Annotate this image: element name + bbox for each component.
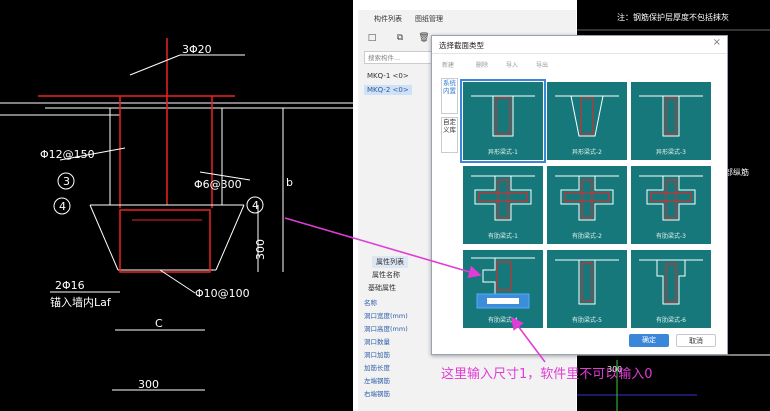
section-card[interactable]: 有肋梁式-1 [463, 166, 543, 244]
prop-row: 左端钢筋 [364, 377, 390, 385]
cancel-button[interactable]: 取消 [676, 334, 716, 347]
prop-row: 右端钢筋 [364, 390, 390, 398]
delete-icon[interactable]: 🗑 [418, 33, 430, 43]
list-item-mkq2[interactable]: MKQ-2 <0> [364, 85, 412, 95]
tab-custom-library[interactable]: 自定义库 [441, 117, 458, 153]
prop-row: 洞口宽度(mm) [364, 312, 408, 320]
section-card[interactable]: 异形梁式-3 [631, 82, 711, 160]
section-card[interactable]: 有肋梁式-6 [631, 250, 711, 328]
prop-row: 名称 [364, 299, 377, 307]
prop-row: 洞口数量 [364, 338, 390, 346]
select-section-dialog: 选择截面类型 × 新建 删除 导入 导出 系统内置 自定义库 异形梁式-1 异形… [431, 35, 728, 355]
dim-c: C [155, 317, 163, 330]
note-text: 注：钢筋保护层厚度不包括抹灰 [617, 12, 729, 22]
export-tool-button[interactable]: 导出 [536, 62, 549, 69]
new-tool-button[interactable]: 新建 [442, 62, 455, 69]
prop-row: 加筋长度 [364, 364, 390, 372]
marker-3: 3 [63, 175, 70, 188]
dialog-title: 选择截面类型 [439, 41, 484, 50]
tab-property-list[interactable]: 属性列表 [372, 256, 408, 268]
ok-button[interactable]: 确定 [629, 334, 669, 347]
label-3phi20: 3Φ20 [182, 43, 212, 56]
section-card[interactable]: 有肋梁式-3 [631, 166, 711, 244]
section-card[interactable]: 异形梁式-1 [460, 79, 546, 163]
section-card[interactable]: 有肋梁式-4 [463, 250, 543, 328]
prop-row: 洞口高度(mm) [364, 325, 408, 333]
section-card[interactable]: 有肋梁式-2 [547, 166, 627, 244]
delete-tool-button[interactable]: 删除 [476, 62, 489, 69]
close-icon[interactable]: × [712, 37, 721, 48]
prop-group[interactable]: 基础属性 [368, 284, 396, 292]
dim-300: 300 [254, 239, 267, 260]
side-label: 部纵筋 [725, 167, 749, 177]
label-2phi16: 2Φ16 [55, 279, 85, 292]
annotation-text: 这里输入尺寸1，软件里不可以输入0 [441, 367, 653, 382]
dim-b: b [286, 176, 293, 189]
copy-icon[interactable]: ⧉ [396, 33, 404, 43]
section-card[interactable]: 有肋梁式-5 [547, 250, 627, 328]
section-card[interactable]: 异形梁式-2 [547, 82, 627, 160]
marker-4b: 4 [252, 199, 259, 212]
label-stirrup-mid: Φ6@300 [194, 178, 242, 191]
cad-canvas-left[interactable]: 3Φ20 Φ12@150 Φ6@300 3 4 4 b 300 2Φ16 锚入墙… [0, 0, 353, 411]
tab-system-builtin[interactable]: 系统内置 [441, 78, 458, 114]
list-item-mkq1[interactable]: MKQ-1 <0> [367, 72, 409, 80]
prop-row: 洞口加筋 [364, 351, 390, 359]
new-icon[interactable]: □ [367, 33, 377, 43]
marker-4a: 4 [59, 200, 66, 213]
tab-component-list[interactable]: 构件列表 [374, 15, 402, 23]
label-stirrup-bottom: Φ10@100 [195, 287, 250, 300]
dim-300-bottom: 300 [138, 378, 159, 391]
tab-drawing-management[interactable]: 图纸管理 [415, 15, 443, 23]
label-anchor: 锚入墙内Laf [50, 295, 112, 309]
label-stirrup-left: Φ12@150 [40, 148, 95, 161]
dim-300-right: 300 [607, 365, 622, 374]
prop-header: 属性名称 [372, 271, 400, 279]
import-tool-button[interactable]: 导入 [506, 62, 519, 69]
